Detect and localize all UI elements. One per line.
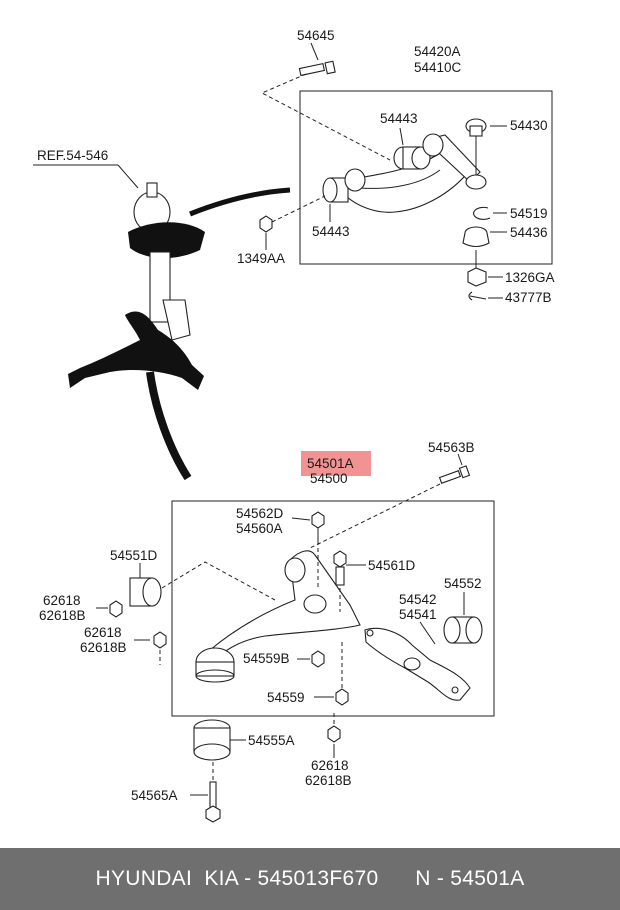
nut-62618-b	[153, 631, 167, 649]
bolt-54563B	[438, 465, 471, 484]
label-1326GA: 1326GA	[505, 270, 555, 285]
nut-1326GA	[467, 267, 487, 287]
nut-62618-c	[327, 725, 341, 743]
label-54420A: 54420A	[414, 44, 461, 59]
label-62618B-a: 62618B	[39, 608, 86, 623]
label-43777B: 43777B	[505, 290, 552, 305]
lower-arm-group-box	[171, 500, 495, 717]
upper-arm-group-box	[299, 90, 553, 265]
label-62618B-b: 62618B	[80, 640, 127, 655]
label-1349AA: 1349AA	[237, 251, 285, 266]
dust-cover-54436	[462, 226, 490, 248]
bushing-54551D	[129, 577, 162, 607]
label-54561D: 54561D	[368, 558, 416, 573]
footer-bar: HYUNDAI KIA - 545013F670 N - 54501A	[0, 848, 620, 910]
label-62618-a: 62618	[43, 593, 81, 608]
footer-spacer	[378, 867, 415, 891]
bolt-54561D	[333, 550, 347, 586]
label-54443-top: 54443	[380, 111, 418, 126]
bushing-54443-left	[322, 168, 366, 203]
part-highlight	[301, 451, 371, 476]
label-54552: 54552	[444, 576, 482, 591]
label-54555A: 54555A	[248, 733, 295, 748]
bolt-54645	[298, 60, 336, 77]
footer-oem-number: N - 54501A	[415, 867, 525, 890]
lower-control-arm	[195, 550, 361, 683]
driveshaft-sweep	[146, 371, 192, 481]
label-62618-b: 62618	[84, 625, 122, 640]
steering-knuckle	[68, 311, 204, 390]
nut-62618-a	[109, 600, 123, 618]
label-54410C: 54410C	[414, 60, 462, 75]
label-54645: 54645	[297, 28, 335, 43]
cotter-pin-43777B	[468, 291, 487, 301]
nut-54559B	[311, 650, 325, 668]
bushing-54552	[443, 616, 483, 644]
label-54563B: 54563B	[428, 440, 475, 455]
label-54501A: 54501A	[307, 456, 354, 471]
bolt-54562D	[311, 511, 325, 545]
ball-joint-54541	[364, 627, 471, 701]
snap-ring-54519	[473, 206, 491, 220]
label-54542: 54542	[399, 592, 437, 607]
label-54500: 54500	[310, 471, 348, 486]
bolt-54565A	[205, 781, 221, 823]
arm-sweep-line	[189, 187, 291, 217]
label-54430: 54430	[510, 118, 548, 133]
strut-assembly	[33, 164, 205, 341]
label-62618-c: 62618	[311, 758, 349, 773]
label-54559: 54559	[267, 690, 305, 705]
bushing-54555A	[193, 719, 231, 761]
nut-1349AA	[259, 215, 273, 233]
label-54541: 54541	[399, 607, 437, 622]
ball-joint-54430	[465, 118, 487, 190]
label-62618B-c: 62618B	[305, 773, 352, 788]
label-54559B: 54559B	[243, 651, 290, 666]
label-54562D: 54562D	[236, 506, 284, 521]
label-54565A: 54565A	[131, 788, 178, 803]
label-54443-left: 54443	[312, 224, 350, 239]
label-54551D: 54551D	[110, 548, 158, 563]
label-54560A: 54560A	[236, 521, 283, 536]
nut-54559	[335, 688, 349, 706]
footer-brand-part-number: HYUNDAI KIA - 545013F670	[95, 867, 379, 890]
parts-diagram: 54645 54420A 54410C REF.54-546 54443 544…	[33, 28, 555, 823]
label-54519: 54519	[510, 206, 548, 221]
bushing-54443-top	[393, 133, 444, 170]
label-54436: 54436	[510, 225, 548, 240]
label-ref-54-546: REF.54-546	[37, 148, 108, 163]
